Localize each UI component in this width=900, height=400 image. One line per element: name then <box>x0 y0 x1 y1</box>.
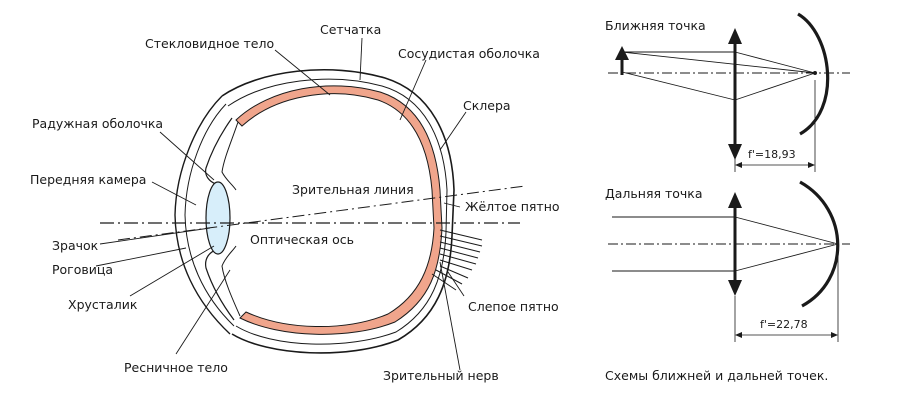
lens <box>205 181 231 255</box>
retina-band <box>235 85 443 335</box>
label-pupil: Зрачок <box>52 238 99 253</box>
near-rays <box>621 51 816 101</box>
near-focal-label: f'=18,93 <box>748 148 796 161</box>
schemes-caption: Схемы ближней и дальней точек. <box>605 368 828 383</box>
label-macula: Жёлтое пятно <box>465 199 560 214</box>
far-point-scheme: Дальняя точка f'=22,78 <box>605 180 850 342</box>
near-lens-top-arrowhead <box>728 28 742 44</box>
visual-line <box>117 185 526 241</box>
far-title: Дальняя точка <box>605 186 703 201</box>
near-dim-arrow-right <box>808 162 815 168</box>
ciliary-upper <box>221 121 239 191</box>
far-dim-arrow-left <box>735 332 742 338</box>
leader-lines <box>95 37 467 371</box>
cornea-inner <box>184 103 235 327</box>
near-retina-curve <box>797 12 830 136</box>
ciliary-lower <box>221 245 241 317</box>
label-blind-spot: Слепое пятно <box>468 299 559 314</box>
label-anterior-chamber: Передняя камера <box>30 172 146 187</box>
sclera-inner <box>227 78 448 345</box>
label-cornea: Роговица <box>52 262 113 277</box>
label-visual-line: Зрительная линия <box>292 182 414 197</box>
label-lens: Хрусталик <box>68 297 138 312</box>
label-optical-axis: Оптическая ось <box>250 232 354 247</box>
label-choroid: Сосудистая оболочка <box>398 46 540 61</box>
label-optic-nerve: Зрительный нерв <box>383 368 499 383</box>
far-dim-arrow-right <box>831 332 838 338</box>
near-object-arrowhead <box>615 46 629 60</box>
near-dim-arrow-left <box>735 162 742 168</box>
label-vitreous: Стекловидное тело <box>145 36 274 51</box>
label-iris: Радужная оболочка <box>32 116 163 131</box>
label-retina: Сетчатка <box>320 22 381 37</box>
near-title: Ближняя точка <box>605 18 706 33</box>
far-lens-top-arrowhead <box>728 192 742 208</box>
cornea-outline <box>174 95 231 335</box>
optic-nerve <box>431 229 483 291</box>
far-lens-bottom-arrowhead <box>728 280 742 296</box>
far-focal-label: f'=22,78 <box>760 318 808 331</box>
sclera-outline <box>221 68 455 354</box>
label-sclera: Склера <box>463 98 511 113</box>
near-point-scheme: Ближняя точка f'=18,93 <box>605 12 850 172</box>
far-rays <box>612 216 839 272</box>
label-ciliary-body: Ресничное тело <box>124 360 228 375</box>
far-retina-curve <box>799 180 840 308</box>
near-focus-point <box>813 71 817 75</box>
eye-cross-section: Стекловидное тело Сетчатка Сосудистая об… <box>30 22 560 383</box>
